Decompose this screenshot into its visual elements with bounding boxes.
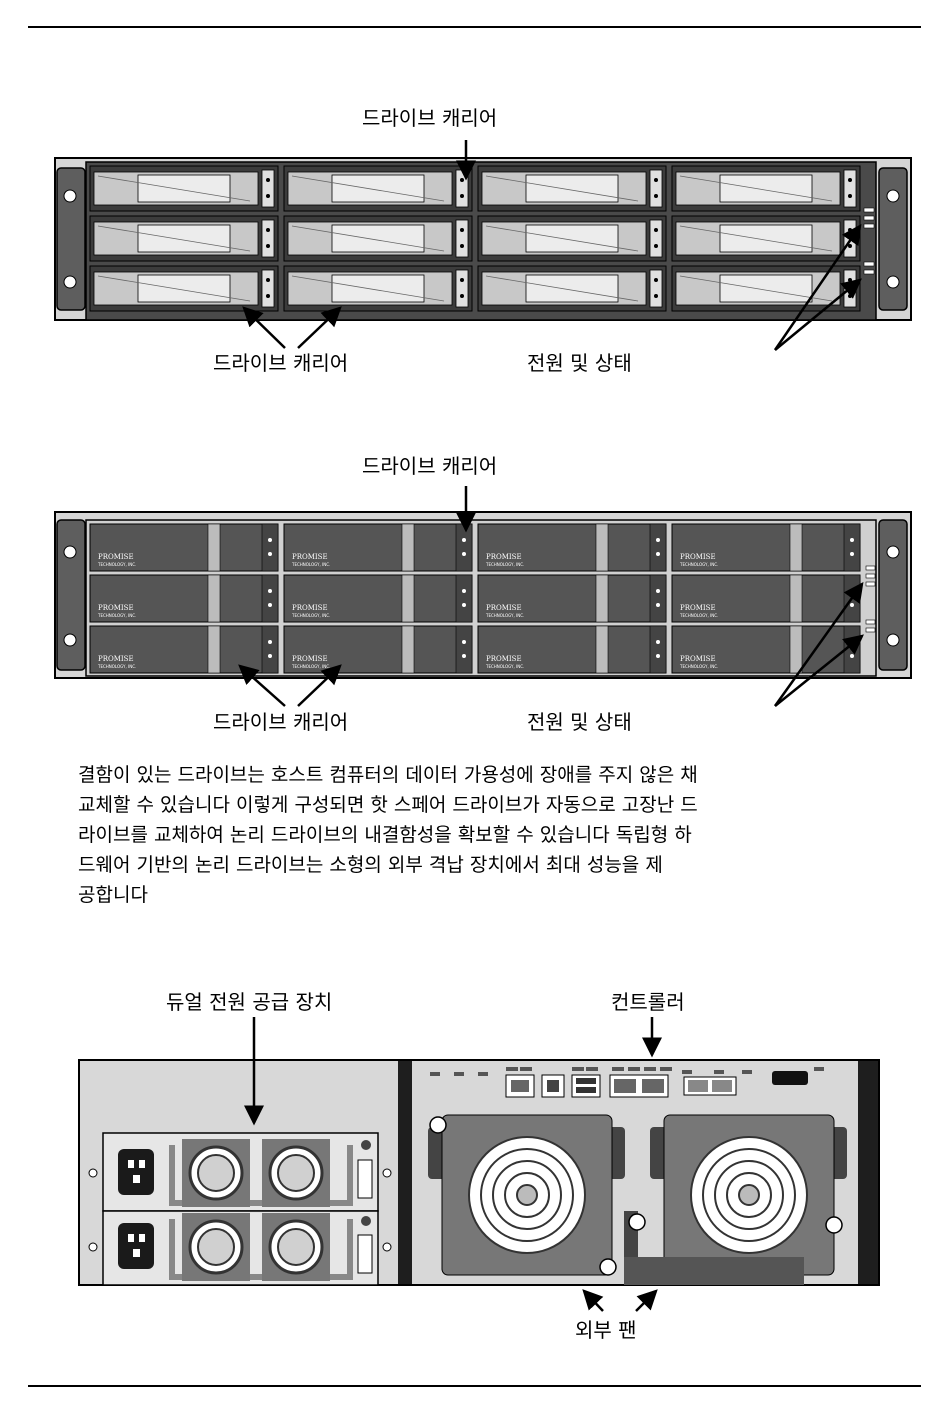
power-supply-1	[88, 1132, 392, 1212]
controller-label: 컨트롤러	[611, 990, 685, 1014]
carrier-brand-sub-text: TECHNOLOGY, INC.	[97, 613, 136, 618]
controller-io-ports	[430, 1067, 824, 1098]
drive-carrier	[89, 215, 279, 262]
carrier-brand-sub-text: TECHNOLOGY, INC.	[485, 613, 524, 618]
drive-carrier	[89, 165, 279, 212]
arrow-power-b	[774, 278, 862, 351]
bottom-rule	[28, 1385, 921, 1387]
carrier-brand-sub-text: TECHNOLOGY, INC.	[97, 562, 136, 567]
rear-view-enclosure-figure	[78, 1017, 880, 1312]
carrier-brand-text: PROMISE	[486, 655, 522, 663]
psu-fan-icon	[182, 1213, 250, 1281]
right-rack-ear	[878, 167, 908, 311]
left-rack-ear	[56, 167, 86, 311]
drive-carrier	[477, 215, 667, 262]
carrier-brand-text: PROMISE	[680, 655, 716, 663]
controller-fan-icon	[428, 1114, 625, 1276]
arrow-carrier-left-b	[297, 306, 342, 349]
paragraph-line: 교체할 수 있습니다 이렇게 구성되면 핫 스페어 드라이브가 자동으로 고장난…	[78, 794, 698, 816]
status-led-column	[863, 207, 875, 275]
paragraph-line: 라이브를 교체하여 논리 드라이브의 내결함성을 확보할 수 있습니다 독립형 …	[78, 824, 692, 846]
fig2-power-status-label: 전원 및 상태	[527, 710, 632, 734]
top-rule	[28, 26, 921, 28]
carrier-brand-sub-text: TECHNOLOGY, INC.	[679, 613, 718, 618]
drive-carrier	[283, 265, 473, 312]
body-paragraph: 결함이 있는 드라이브는 호스트 컴퓨터의 데이터 가용성에 장애를 주지 않은…	[78, 760, 920, 910]
carrier-brand-text: PROMISE	[98, 604, 134, 612]
right-rack-ear	[878, 519, 908, 671]
carrier-brand-text: PROMISE	[486, 604, 522, 612]
drive-carrier	[671, 215, 861, 262]
drive-carrier	[283, 215, 473, 262]
paragraph-line: 공합니다	[78, 884, 148, 906]
carrier-brand-sub-text: TECHNOLOGY, INC.	[679, 562, 718, 567]
carrier-brand-text: PROMISE	[486, 553, 522, 561]
carrier-brand-sub-text: TECHNOLOGY, INC.	[485, 664, 524, 669]
carrier-brand-text: PROMISE	[292, 604, 328, 612]
fan-label: 외부 팬	[575, 1318, 637, 1342]
drive-carrier	[477, 265, 667, 312]
status-led-column	[865, 565, 876, 633]
carrier-brand-sub-text: TECHNOLOGY, INC.	[291, 664, 330, 669]
fig1-power-status-label: 전원 및 상태	[527, 351, 632, 375]
psu-fan-icon	[182, 1139, 250, 1207]
arrow-carrier-left-b	[297, 664, 342, 707]
psu-label: 듀얼 전원 공급 장치	[166, 990, 333, 1014]
drive-carrier	[477, 165, 667, 212]
arrow-fan-left	[582, 1289, 604, 1312]
drive-carrier	[89, 265, 279, 312]
drive-carrier	[671, 165, 861, 212]
power-supply-2	[88, 1210, 392, 1286]
front-view-enclosure-figure	[54, 140, 912, 351]
controller-fan-icon	[650, 1114, 847, 1276]
arrow-fan-right	[635, 1289, 658, 1312]
arrow-carrier-left-a	[238, 664, 286, 707]
fig1-carrier-label-top: 드라이브 캐리어	[362, 106, 498, 130]
controller-handle	[624, 1211, 804, 1285]
carrier-brand-sub-text: TECHNOLOGY, INC.	[291, 613, 330, 618]
carrier-brand-text: PROMISE	[680, 553, 716, 561]
fig1-carrier-label-bottom: 드라이브 캐리어	[213, 351, 349, 375]
carrier-brand-sub-text: TECHNOLOGY, INC.	[97, 664, 136, 669]
fig2-carrier-label-top: 드라이브 캐리어	[362, 454, 498, 478]
arrow-power-b	[774, 634, 864, 707]
carrier-brand-sub-text: TECHNOLOGY, INC.	[485, 562, 524, 567]
carrier-brand-text: PROMISE	[98, 655, 134, 663]
fig2-carrier-label-bottom: 드라이브 캐리어	[213, 710, 349, 734]
arrow-power-a	[773, 581, 864, 707]
left-rack-ear	[56, 519, 86, 671]
carrier-brand-text: PROMISE	[98, 553, 134, 561]
arrow-power-a	[773, 223, 862, 351]
arrow-carrier-left-a	[242, 306, 286, 349]
carrier-brand-sub-text: TECHNOLOGY, INC.	[679, 664, 718, 669]
carrier-brand-text: PROMISE	[680, 604, 716, 612]
paragraph-line: 결함이 있는 드라이브는 호스트 컴퓨터의 데이터 가용성에 장애를 주지 않은…	[78, 764, 698, 786]
carrier-brand-text: PROMISE	[292, 553, 328, 561]
psu-fan-icon	[262, 1139, 330, 1207]
drive-carrier	[283, 165, 473, 212]
psu-fan-icon	[262, 1213, 330, 1281]
carrier-brand-text: PROMISE	[292, 655, 328, 663]
paragraph-line: 드웨어 기반의 논리 드라이브는 소형의 외부 격납 장치에서 최대 성능을 제	[78, 854, 663, 876]
carrier-brand-sub-text: TECHNOLOGY, INC.	[291, 562, 330, 567]
